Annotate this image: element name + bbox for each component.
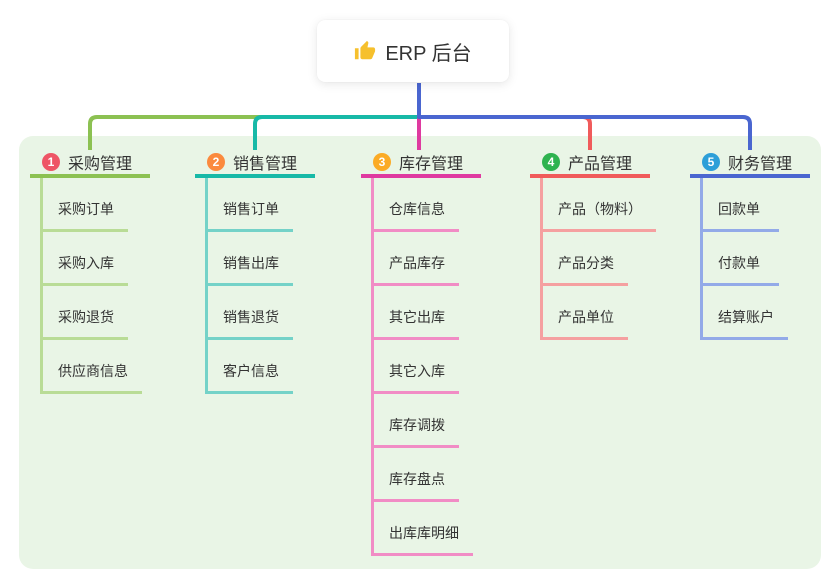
branch-badge-icon: 1 [42,153,60,171]
branch-children-4: 产品（物料）产品分类产品单位 [540,178,656,340]
child-item[interactable]: 产品分类 [543,232,628,286]
branch-head-2[interactable]: 2 销售管理 [195,150,315,178]
child-item[interactable]: 采购入库 [43,232,128,286]
branch-head-4[interactable]: 4 产品管理 [530,150,650,178]
child-item[interactable]: 回款单 [703,178,779,232]
thumbs-up-icon [354,40,376,62]
root-title: ERP 后台 [385,42,472,65]
child-item[interactable]: 库存盘点 [374,448,459,502]
child-item[interactable]: 客户信息 [208,340,293,394]
branch-label: 产品管理 [568,156,633,173]
branch-children-2: 销售订单销售出库销售退货客户信息 [205,178,293,394]
branch-label: 财务管理 [728,156,793,173]
child-item[interactable]: 产品单位 [543,286,628,340]
child-item[interactable]: 销售出库 [208,232,293,286]
branch-label: 销售管理 [233,156,298,173]
branch-head-1[interactable]: 1 采购管理 [30,150,150,178]
child-item[interactable]: 销售退货 [208,286,293,340]
branch-badge-icon: 5 [702,153,720,171]
child-item[interactable]: 结算账户 [703,286,788,340]
child-item[interactable]: 采购订单 [43,178,128,232]
child-item[interactable]: 仓库信息 [374,178,459,232]
child-item[interactable]: 库存调拨 [374,394,459,448]
child-item[interactable]: 其它入库 [374,340,459,394]
child-item[interactable]: 其它出库 [374,286,459,340]
child-item[interactable]: 付款单 [703,232,779,286]
branch-children-1: 采购订单采购入库采购退货供应商信息 [40,178,142,394]
branch-badge-icon: 4 [542,153,560,171]
branch-head-5[interactable]: 5 财务管理 [690,150,810,178]
child-item[interactable]: 供应商信息 [43,340,142,394]
branch-label: 库存管理 [399,156,464,173]
branch-label: 采购管理 [68,156,133,173]
child-item[interactable]: 销售订单 [208,178,293,232]
branches-background-panel [19,136,821,569]
branch-children-5: 回款单付款单结算账户 [700,178,788,340]
branch-badge-icon: 3 [373,153,391,171]
branch-children-3: 仓库信息产品库存其它出库其它入库库存调拨库存盘点出库库明细 [371,178,473,556]
root-node-erp[interactable]: ERP 后台 [317,20,509,82]
branch-badge-icon: 2 [207,153,225,171]
child-item[interactable]: 产品（物料） [543,178,656,232]
child-item[interactable]: 出库库明细 [374,502,473,556]
branch-head-3[interactable]: 3 库存管理 [361,150,481,178]
child-item[interactable]: 产品库存 [374,232,459,286]
child-item[interactable]: 采购退货 [43,286,128,340]
